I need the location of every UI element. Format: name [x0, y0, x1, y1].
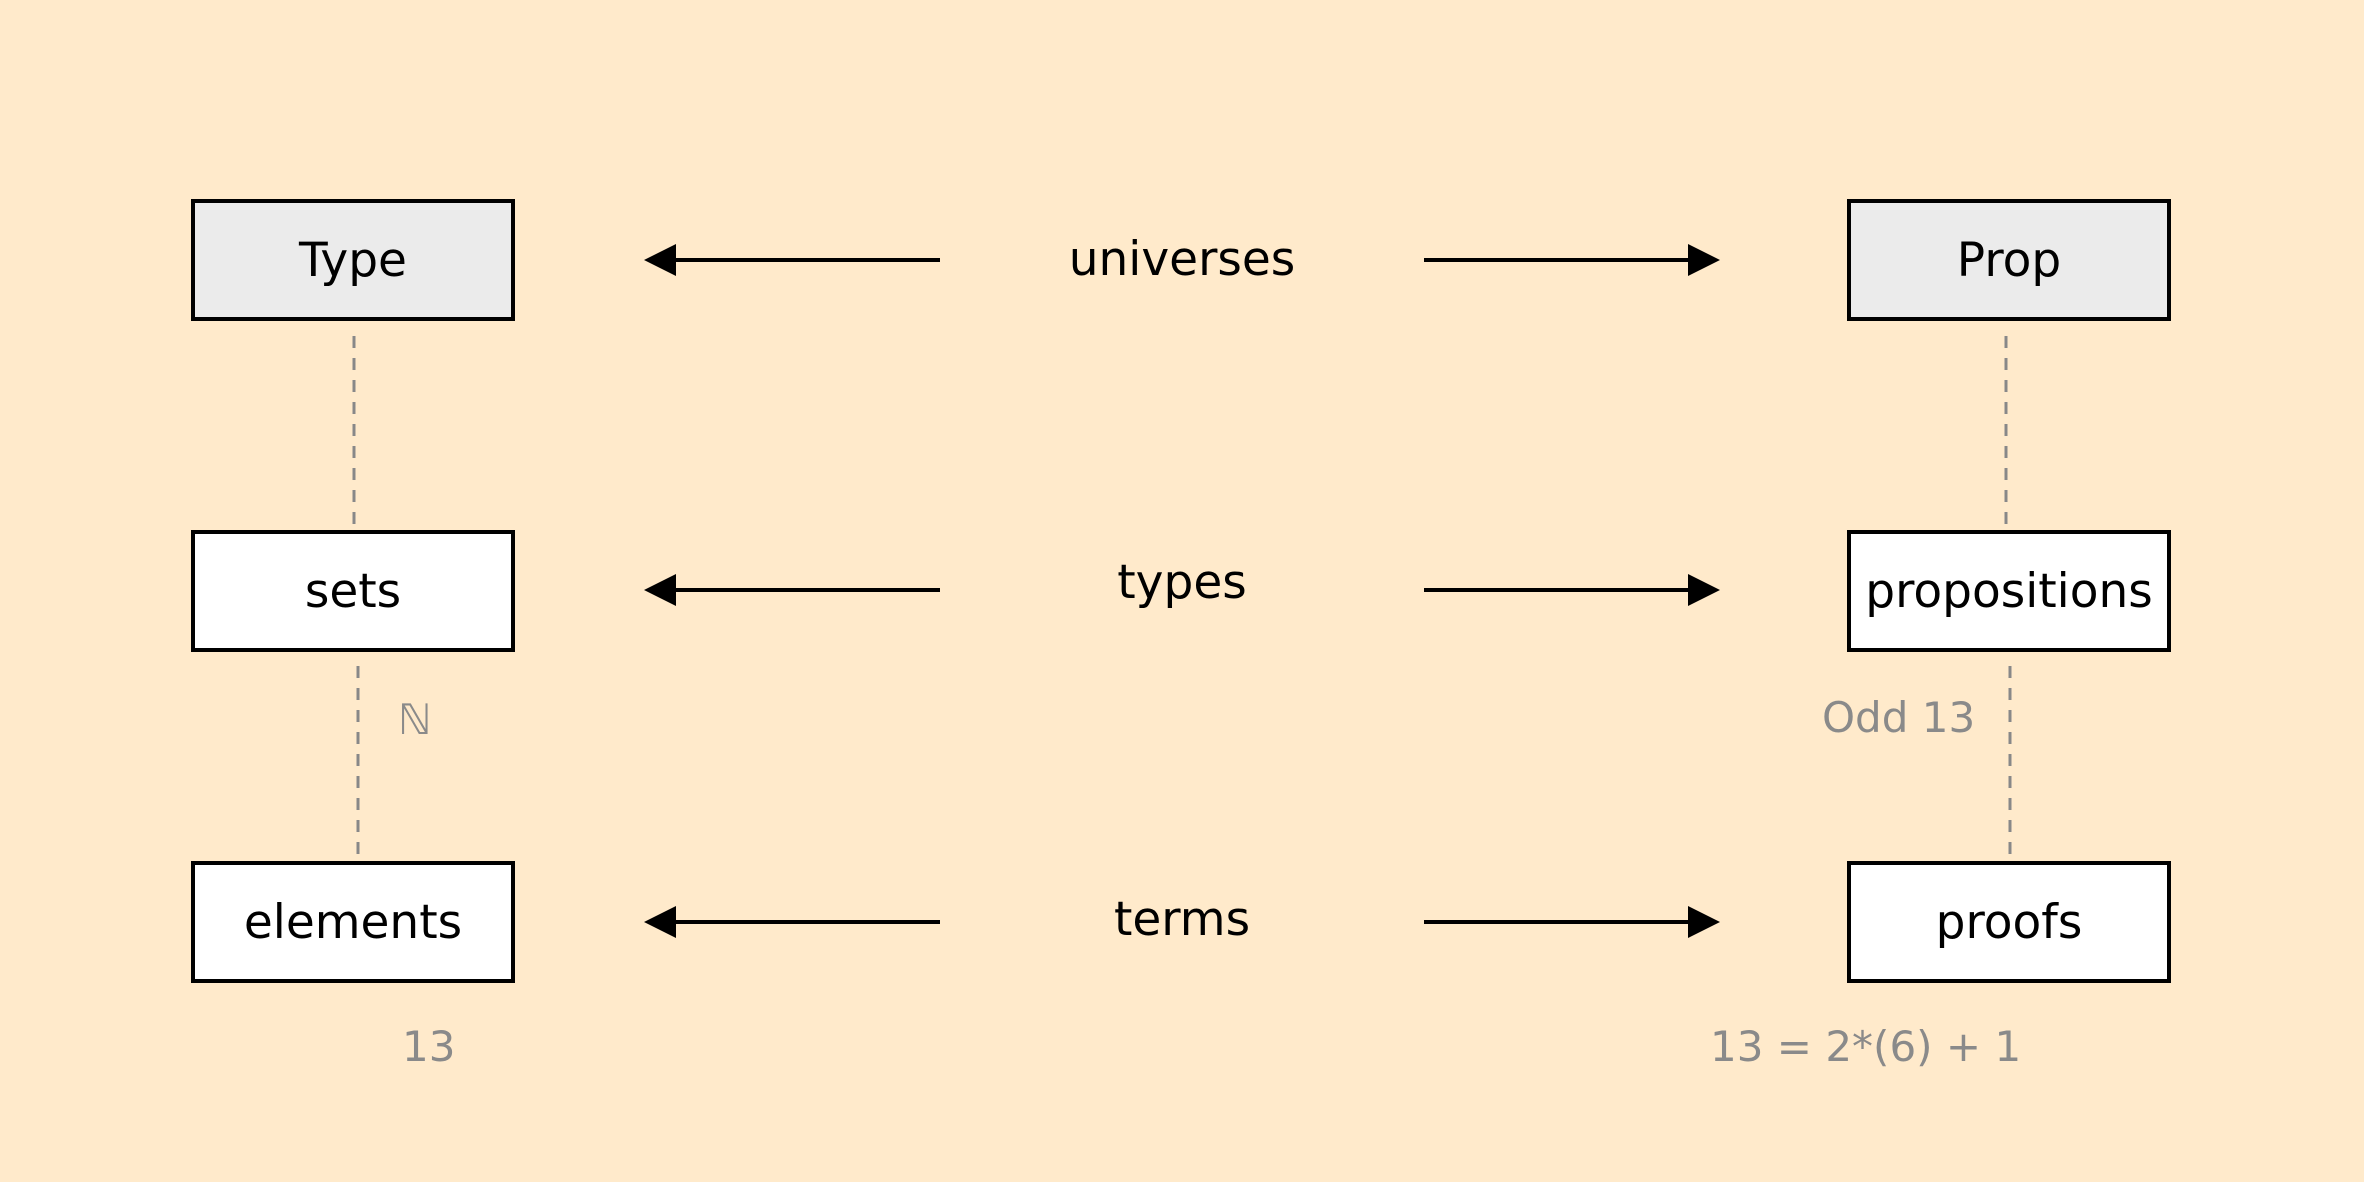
propositions-label: propositions: [1865, 563, 2153, 619]
example-thirteen: 13: [402, 1022, 456, 1071]
universes-label: universes: [1068, 232, 1296, 287]
type-universe-box: Type: [191, 199, 515, 321]
elements-box: elements: [191, 861, 515, 983]
types-label: types: [1117, 555, 1247, 610]
propositions-box: propositions: [1847, 530, 2171, 652]
terms-label: terms: [1113, 892, 1251, 947]
example-natural-numbers: ℕ: [398, 695, 432, 744]
prop-universe-label: Prop: [1956, 232, 2062, 288]
example-proof-equation: 13 = 2*(6) + 1: [1710, 1022, 2022, 1071]
elements-label: elements: [243, 894, 463, 950]
proofs-box: proofs: [1847, 861, 2171, 983]
sets-label: sets: [304, 563, 402, 619]
prop-universe-box: Prop: [1847, 199, 2171, 321]
sets-box: sets: [191, 530, 515, 652]
type-universe-label: Type: [299, 232, 407, 288]
proofs-label: proofs: [1935, 894, 2083, 950]
example-odd-13: Odd 13: [1822, 693, 1976, 742]
